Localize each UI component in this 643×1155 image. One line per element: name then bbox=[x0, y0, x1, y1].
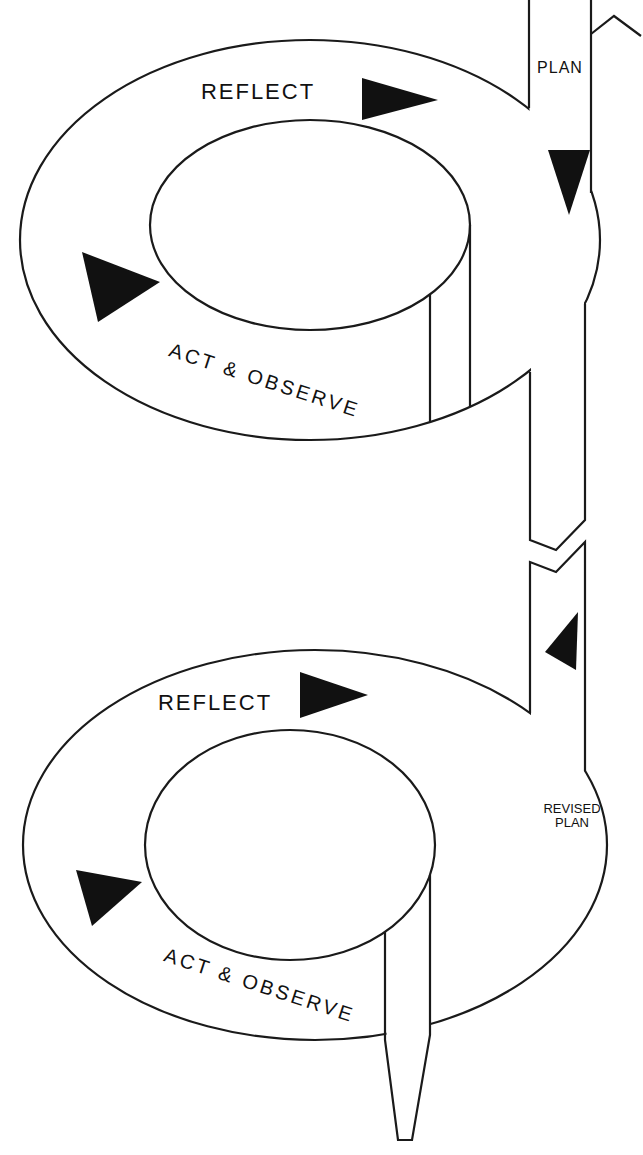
stage-label: REFLECT bbox=[158, 691, 272, 715]
upper-ring-outer bbox=[20, 40, 600, 440]
lower-ring-inner bbox=[145, 730, 435, 960]
band-lines bbox=[385, 0, 641, 1140]
break-mark bbox=[591, 16, 641, 36]
strand-line bbox=[429, 294, 431, 422]
upper-ring-inner bbox=[150, 120, 470, 330]
stage-label: REVISED PLAN bbox=[541, 802, 603, 831]
spiral-strokes bbox=[20, 40, 607, 1040]
band-join bbox=[531, 290, 584, 382]
band-edge bbox=[530, 304, 585, 550]
arrowhead bbox=[545, 612, 578, 670]
band-edge bbox=[528, 0, 530, 108]
stage-label: ACT & OBSERVE bbox=[162, 944, 358, 1027]
lower-ring-outer bbox=[23, 650, 607, 1040]
arrowhead bbox=[76, 870, 142, 926]
arrowhead bbox=[82, 252, 160, 322]
arrowheads bbox=[76, 78, 590, 926]
strand-line bbox=[469, 225, 471, 407]
arrowhead bbox=[362, 78, 438, 120]
tail-band bbox=[385, 875, 430, 1140]
band-edge bbox=[530, 542, 585, 771]
band-join bbox=[387, 1015, 430, 1045]
band-join bbox=[531, 600, 584, 780]
stage-label: ACT & OBSERVE bbox=[167, 339, 363, 422]
stage-label: REFLECT bbox=[201, 80, 315, 104]
arrowhead bbox=[300, 672, 368, 718]
arrowhead bbox=[548, 150, 590, 215]
band-joins bbox=[387, 0, 591, 1045]
band-edge bbox=[590, 0, 592, 193]
stage-label: PLAN bbox=[537, 59, 583, 77]
